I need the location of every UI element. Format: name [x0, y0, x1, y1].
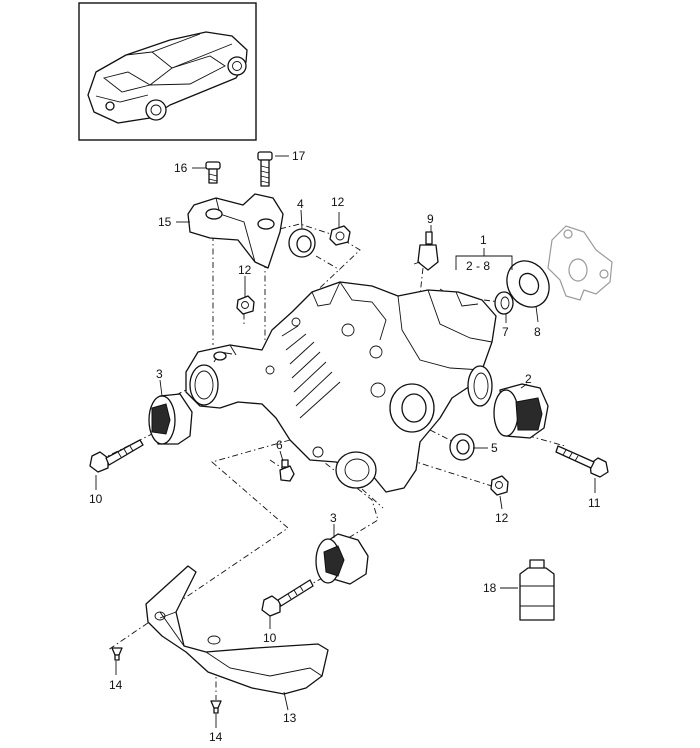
leader-lines [95, 155, 596, 728]
group-bracket [455, 248, 513, 270]
seal-part-5 [449, 433, 475, 461]
bolt-part-17 [257, 151, 273, 187]
callout-8: 8 [534, 325, 541, 339]
callout-10-upper: 10 [89, 492, 103, 506]
callout-12-left: 12 [238, 263, 252, 277]
plug-part-6 [279, 459, 295, 482]
vehicle-thumbnail [78, 2, 257, 141]
callout-17: 17 [292, 149, 306, 163]
bolt-part-10-upper [89, 439, 144, 473]
nut-part-12-top [329, 225, 351, 246]
flange-reference [547, 225, 613, 301]
callout-2-8: 2 - 8 [466, 259, 490, 273]
callout-10-lower: 10 [263, 631, 277, 645]
bolt-part-16 [205, 161, 221, 184]
clip-part-14-bottom [210, 700, 222, 714]
washer-part-8 [506, 260, 550, 308]
callout-12-right: 12 [495, 511, 509, 525]
callout-13: 13 [283, 711, 297, 725]
fluid-bottle-part-18 [519, 559, 555, 621]
callout-6: 6 [276, 438, 283, 452]
callout-12-top: 12 [331, 195, 345, 209]
callout-3-upper: 3 [156, 367, 163, 381]
callout-11: 11 [588, 496, 601, 510]
bolt-part-10-lower [261, 579, 314, 617]
callout-3-lower: 3 [330, 511, 337, 525]
cover-part-13 [145, 565, 329, 695]
callout-9: 9 [427, 212, 434, 226]
callout-14-bottom: 14 [209, 730, 223, 744]
callout-18: 18 [483, 581, 497, 595]
callout-15: 15 [158, 215, 172, 229]
callout-2: 2 [525, 372, 532, 386]
bracket-part-15 [187, 193, 284, 269]
seal-part-4 [288, 228, 316, 258]
callout-1: 1 [480, 233, 487, 247]
nut-part-12-left [236, 295, 255, 315]
callout-4: 4 [297, 197, 304, 211]
callout-16: 16 [174, 161, 188, 175]
seal-part-7 [494, 291, 514, 315]
callout-14-left: 14 [109, 678, 123, 692]
mount-part-3-left [148, 393, 193, 445]
callout-5: 5 [491, 441, 498, 455]
sensor-part-9 [413, 231, 439, 271]
mount-part-2 [493, 383, 549, 439]
mount-part-3-lower [315, 533, 369, 585]
callout-7: 7 [502, 325, 509, 339]
nut-part-12-right [490, 475, 509, 496]
clip-part-14-left [111, 647, 123, 661]
callouts: 1 2 - 8 2 3 3 4 5 6 7 8 9 10 10 11 12 12… [89, 149, 601, 744]
bolt-part-11 [555, 445, 609, 478]
differential-housing-part-1 [185, 281, 497, 493]
